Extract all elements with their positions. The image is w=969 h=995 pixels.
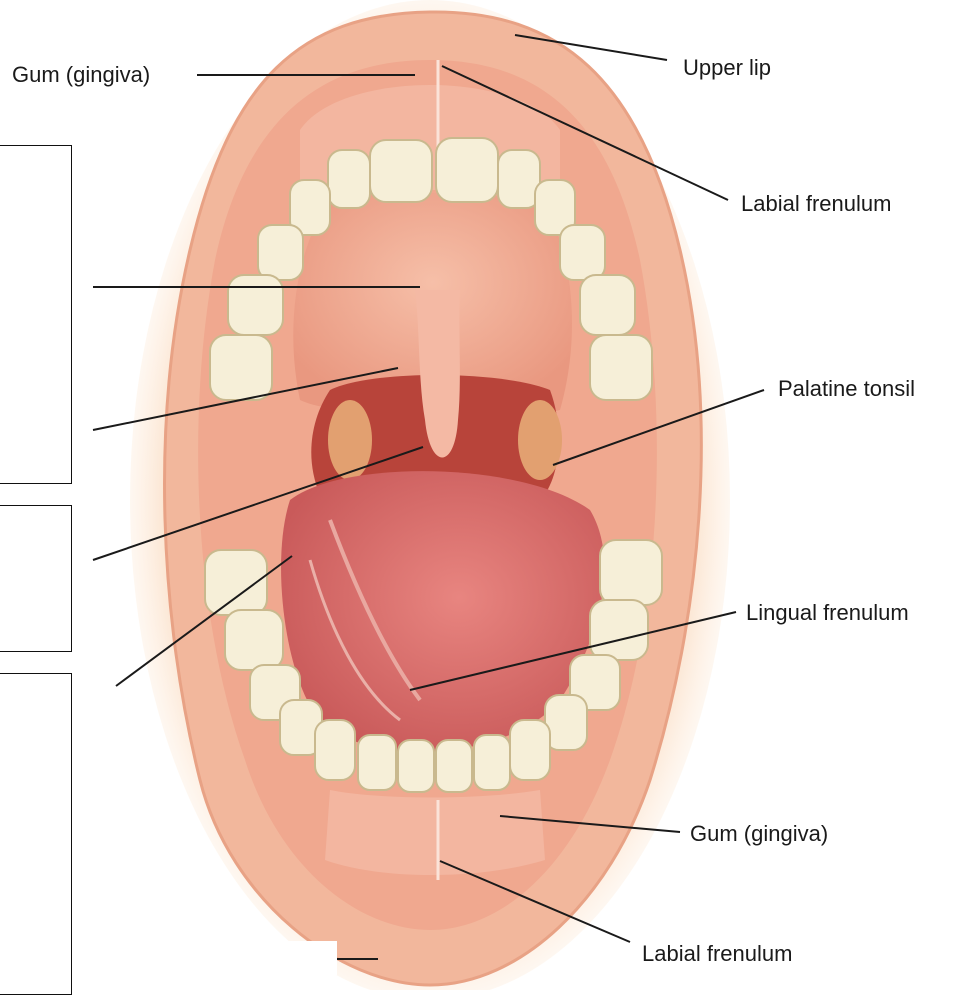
- label-lingual-frenulum: Lingual frenulum: [746, 600, 909, 626]
- blank-label-box-3: [0, 673, 72, 995]
- right-tonsil: [518, 400, 562, 480]
- left-tonsil: [328, 400, 372, 480]
- blank-label-box-2: [0, 505, 72, 652]
- label-gum-upper: Gum (gingiva): [12, 62, 150, 88]
- label-palatine-tonsil: Palatine tonsil: [778, 376, 915, 402]
- label-upper-lip: Upper lip: [683, 55, 771, 81]
- mask-patch: [282, 941, 337, 975]
- label-gum-lower: Gum (gingiva): [690, 821, 828, 847]
- label-labial-frenulum-upper: Labial frenulum: [741, 191, 891, 217]
- lower-gum: [325, 790, 545, 875]
- blank-label-box-1: [0, 145, 72, 484]
- label-labial-frenulum-lower: Labial frenulum: [642, 941, 792, 967]
